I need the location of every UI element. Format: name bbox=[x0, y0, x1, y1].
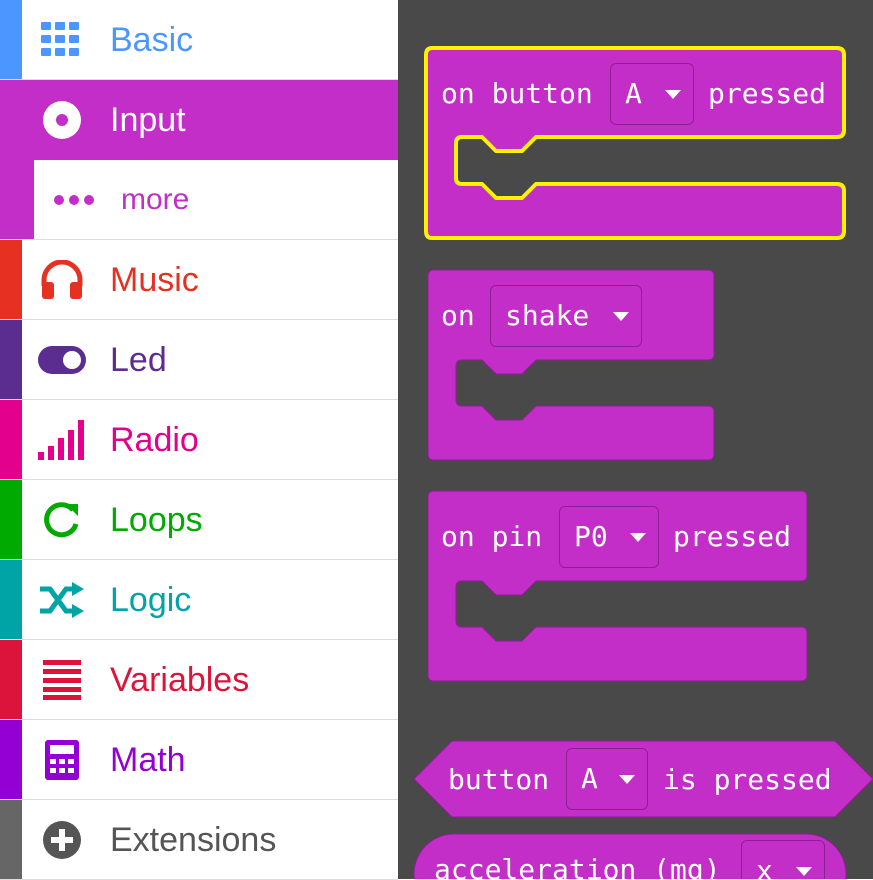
dimension-dropdown[interactable]: x bbox=[741, 840, 825, 879]
category-more[interactable]: more bbox=[0, 160, 398, 240]
category-label: Variables bbox=[110, 661, 250, 699]
category-color-stripe bbox=[0, 560, 22, 639]
category-variables[interactable]: Variables bbox=[0, 640, 398, 720]
category-label: Extensions bbox=[110, 821, 277, 859]
blocks-flyout: on button A pressed on shake on pin P0 p… bbox=[398, 0, 873, 879]
acceleration-block[interactable] bbox=[413, 833, 847, 879]
block-text: on pin bbox=[441, 520, 543, 553]
category-extensions[interactable]: Extensions bbox=[0, 800, 398, 880]
caret-down-icon bbox=[613, 312, 629, 321]
shuffle-icon bbox=[38, 578, 86, 622]
category-label: Input bbox=[110, 101, 186, 139]
category-math[interactable]: Math bbox=[0, 720, 398, 800]
category-input[interactable]: Input bbox=[0, 80, 398, 160]
grid-icon bbox=[38, 18, 86, 62]
block-text: on bbox=[441, 299, 475, 332]
category-loops[interactable]: Loops bbox=[0, 480, 398, 560]
category-color-stripe bbox=[0, 240, 22, 319]
headphones-icon bbox=[38, 258, 86, 302]
category-color-stripe bbox=[0, 400, 22, 479]
category-label: Math bbox=[110, 741, 186, 779]
dropdown-value: A bbox=[581, 762, 598, 795]
block-text: acceleration (mg) bbox=[434, 853, 721, 879]
caret-down-icon bbox=[630, 533, 646, 542]
category-label: Logic bbox=[110, 581, 192, 619]
toolbox: Basic Input more Music bbox=[0, 0, 398, 880]
category-color-stripe bbox=[0, 0, 22, 79]
caret-down-icon bbox=[619, 775, 635, 784]
caret-down-icon bbox=[796, 867, 812, 876]
category-color-stripe bbox=[0, 320, 22, 399]
block-text: button bbox=[448, 763, 550, 796]
category-label: Music bbox=[110, 261, 199, 299]
category-color-stripe bbox=[0, 640, 22, 719]
category-color-stripe bbox=[0, 160, 34, 239]
dropdown-value: A bbox=[625, 77, 642, 110]
category-color-stripe bbox=[0, 80, 22, 160]
block-text: pressed bbox=[708, 77, 827, 110]
category-led[interactable]: Led bbox=[0, 320, 398, 400]
more-dots-icon bbox=[50, 178, 98, 222]
block-text: pressed bbox=[673, 520, 792, 553]
category-color-stripe bbox=[0, 720, 22, 799]
caret-down-icon bbox=[665, 90, 681, 99]
toggle-icon bbox=[38, 338, 86, 382]
category-label: more bbox=[121, 183, 190, 216]
category-logic[interactable]: Logic bbox=[0, 560, 398, 640]
calculator-icon bbox=[38, 738, 86, 782]
button-dropdown[interactable]: A bbox=[566, 748, 648, 810]
category-color-stripe bbox=[0, 480, 22, 559]
block-text: is pressed bbox=[663, 763, 832, 796]
gesture-dropdown[interactable]: shake bbox=[490, 285, 642, 347]
category-color-stripe bbox=[0, 800, 22, 879]
on-button-pressed-block[interactable] bbox=[424, 46, 846, 240]
category-basic[interactable]: Basic bbox=[0, 0, 398, 80]
button-dropdown[interactable]: A bbox=[610, 63, 694, 125]
category-label: Led bbox=[110, 341, 167, 379]
on-pin-pressed-block[interactable] bbox=[427, 490, 808, 682]
pin-dropdown[interactable]: P0 bbox=[559, 506, 659, 568]
category-music[interactable]: Music bbox=[0, 240, 398, 320]
signal-bars-icon bbox=[38, 418, 86, 462]
refresh-icon bbox=[38, 498, 86, 542]
dropdown-value: shake bbox=[505, 299, 590, 332]
dropdown-value: P0 bbox=[574, 520, 608, 553]
block-text: on button bbox=[441, 77, 593, 110]
target-icon bbox=[38, 98, 86, 142]
category-label: Basic bbox=[110, 21, 194, 59]
list-icon bbox=[38, 658, 86, 702]
category-radio[interactable]: Radio bbox=[0, 400, 398, 480]
category-label: Loops bbox=[110, 501, 203, 539]
dropdown-value: x bbox=[756, 854, 773, 879]
category-label: Radio bbox=[110, 421, 199, 459]
plus-circle-icon bbox=[38, 818, 86, 862]
